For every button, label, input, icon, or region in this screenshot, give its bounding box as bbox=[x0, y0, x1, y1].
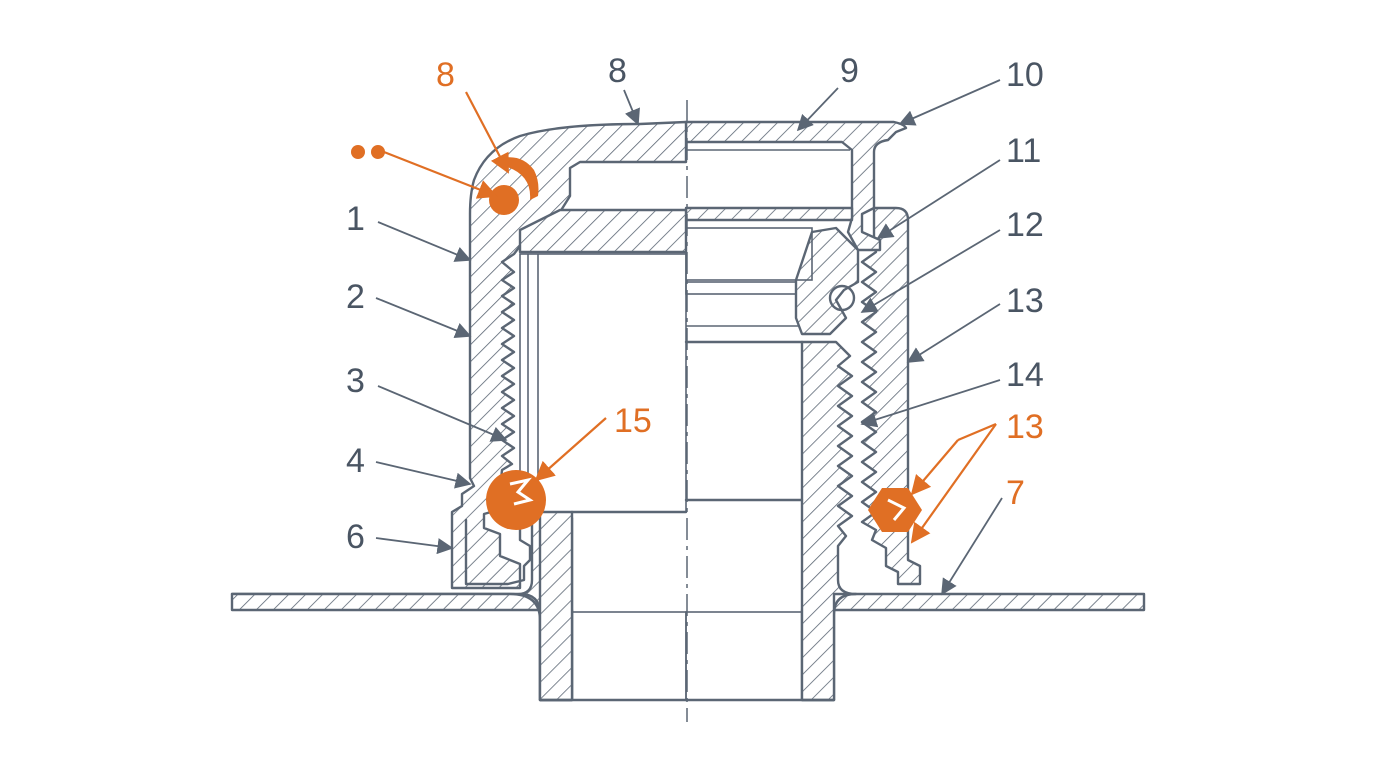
inner-sleeve-right bbox=[685, 226, 860, 336]
highlights bbox=[351, 145, 922, 532]
threaded-body-right bbox=[684, 340, 858, 702]
hex-seal-highlight bbox=[868, 488, 922, 532]
spigot-left bbox=[538, 510, 688, 702]
label-3: 3 bbox=[346, 362, 365, 400]
label-10: 10 bbox=[1006, 56, 1044, 94]
label-8: 8 bbox=[608, 52, 627, 90]
labels-orange: 8 15 13 7 bbox=[436, 56, 1044, 512]
seal-lip-highlight bbox=[502, 157, 539, 200]
label-13: 13 bbox=[1006, 282, 1044, 320]
label-11: 11 bbox=[1006, 132, 1041, 170]
leaders-gray bbox=[375, 79, 1003, 596]
seal-ring-highlight bbox=[489, 185, 519, 215]
dot-icon bbox=[351, 145, 365, 159]
leaders-orange bbox=[383, 91, 997, 544]
label-12: 12 bbox=[1006, 206, 1044, 244]
label-15: 15 bbox=[614, 402, 652, 440]
label-9: 9 bbox=[840, 52, 859, 90]
o-ring-highlight bbox=[486, 470, 546, 530]
label-4: 4 bbox=[346, 442, 365, 480]
label-14: 14 bbox=[1006, 356, 1044, 394]
housing-left bbox=[450, 120, 688, 590]
label-13-orange: 13 bbox=[1006, 408, 1044, 446]
label-1: 1 bbox=[346, 200, 365, 238]
label-2: 2 bbox=[346, 278, 365, 316]
label-7: 7 bbox=[1006, 474, 1025, 512]
label-6: 6 bbox=[346, 518, 365, 556]
base-plate bbox=[230, 516, 1146, 702]
labels-gray: 1 2 3 4 6 8 9 10 11 12 13 14 bbox=[346, 52, 1044, 556]
label-8-orange: 8 bbox=[436, 56, 455, 94]
dot-icon bbox=[371, 145, 385, 159]
